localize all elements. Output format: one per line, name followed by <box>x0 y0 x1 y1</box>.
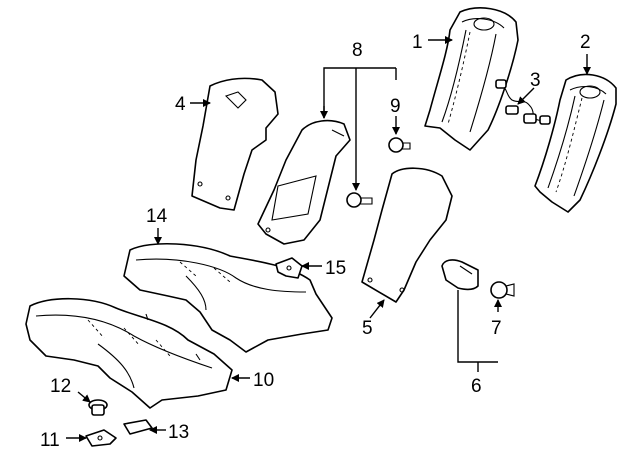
callout-7: 7 <box>491 318 502 339</box>
part-5-seatback-board <box>361 167 453 303</box>
callout-6: 6 <box>471 376 482 397</box>
part-6-handle <box>441 259 479 291</box>
part-13-pad <box>123 419 153 435</box>
callout-13: 13 <box>168 422 189 443</box>
part-8-backrest-shell <box>257 119 351 245</box>
part-12-grommet <box>88 399 108 416</box>
leader-5 <box>369 299 385 319</box>
part-9-clip <box>388 137 411 153</box>
leader-12 <box>77 391 91 403</box>
callout-5: 5 <box>362 318 373 339</box>
leader-3 <box>517 87 535 105</box>
leader-lines <box>66 36 591 442</box>
part-8-clip <box>346 192 373 208</box>
callout-8: 8 <box>352 40 363 61</box>
callout-9: 9 <box>390 96 401 117</box>
callout-3: 3 <box>530 70 541 91</box>
callout-10: 10 <box>253 370 274 391</box>
part-3-wire-harness <box>495 79 551 125</box>
callout-labels: 1 2 3 4 5 6 7 8 9 10 11 12 13 14 15 <box>40 32 591 451</box>
part-1-seatback-pad <box>424 7 519 151</box>
callout-4: 4 <box>175 94 186 115</box>
callout-2: 2 <box>580 32 591 53</box>
callout-14: 14 <box>146 206 168 227</box>
callout-15: 15 <box>325 258 346 279</box>
part-11-plate <box>85 429 117 447</box>
part-15-bracket <box>275 257 303 279</box>
part-7-clip <box>490 281 515 299</box>
callout-1: 1 <box>412 32 423 53</box>
callout-12: 12 <box>50 376 71 397</box>
part-10-seat-cushion-lower <box>25 297 233 409</box>
part-4-side-panel <box>191 77 279 211</box>
leader-6-left <box>457 290 498 363</box>
part-2-seatback-pad <box>534 73 617 213</box>
callout-11: 11 <box>40 430 60 451</box>
leader-8-bracket <box>323 67 396 118</box>
